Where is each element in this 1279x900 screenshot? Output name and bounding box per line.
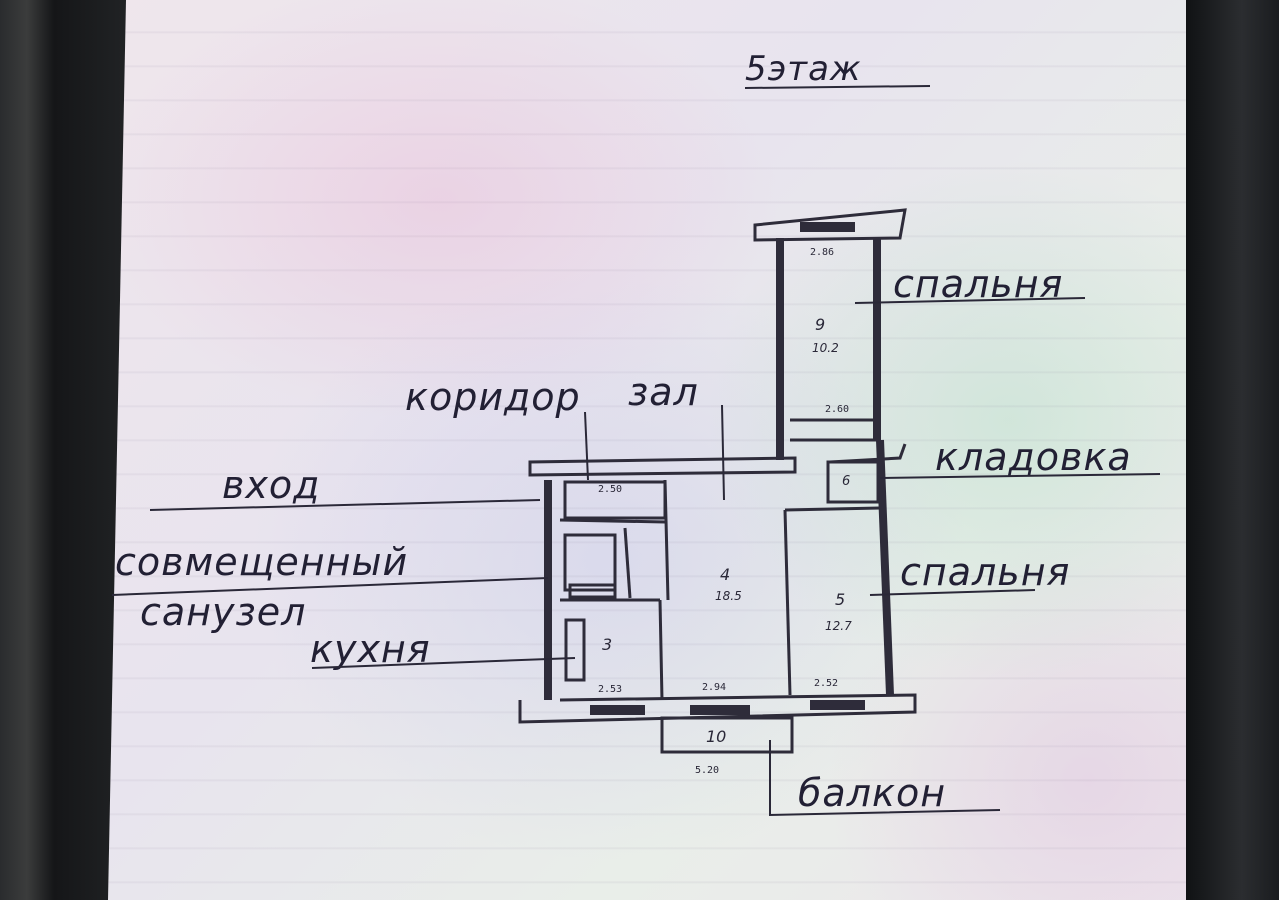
monitor-frame-right (1186, 0, 1279, 900)
label-bathroom-line1: совмещенный (115, 540, 408, 584)
dim-balcony-width: 5.20 (695, 765, 719, 776)
paper-sheet (108, 0, 1190, 900)
dim-bedroom-top-inner: 2.60 (825, 404, 849, 415)
dim-bedroom-right-width: 2.52 (814, 678, 838, 689)
floor-label-underline (744, 85, 931, 89)
plan-walls (518, 208, 917, 754)
bedroom-top-area: 10.2 (812, 341, 839, 355)
floor-label: 5этаж (745, 49, 862, 89)
label-storage: кладовка (935, 435, 1132, 479)
storage-number: 6 (842, 474, 850, 489)
leader-balcony (769, 740, 1001, 817)
label-entrance: вход (222, 463, 320, 507)
label-bathroom-line2: санузел (140, 590, 306, 634)
label-balcony: балкон (798, 771, 946, 815)
dim-hall-width: 2.94 (702, 682, 726, 693)
leader-storage (879, 473, 1161, 479)
dim-corridor-width: 2.50 (598, 484, 622, 495)
leader-bathroom (111, 577, 549, 596)
balcony-number: 10 (706, 727, 726, 746)
bedroom-right-area: 12.7 (825, 619, 852, 633)
hall-number: 4 (720, 565, 730, 584)
dim-bedroom-top-width: 2.86 (810, 247, 834, 258)
label-corridor: коридор (405, 375, 581, 419)
leader-hall (721, 404, 725, 501)
bedroom-top-number: 9 (815, 315, 825, 334)
leader-bedroom-top (854, 297, 1086, 304)
leader-bedroom-right (869, 589, 1036, 596)
label-hall: зал (628, 370, 699, 414)
kitchen-number: 3 (602, 635, 612, 654)
label-bedroom-right: спальня (900, 550, 1070, 594)
dim-kitchen-width: 2.53 (598, 684, 622, 695)
leader-kitchen (311, 657, 576, 669)
leader-entrance (149, 499, 541, 511)
bedroom-right-number: 5 (835, 590, 845, 609)
hall-area: 18.5 (715, 589, 742, 603)
leader-corridor (584, 411, 589, 481)
